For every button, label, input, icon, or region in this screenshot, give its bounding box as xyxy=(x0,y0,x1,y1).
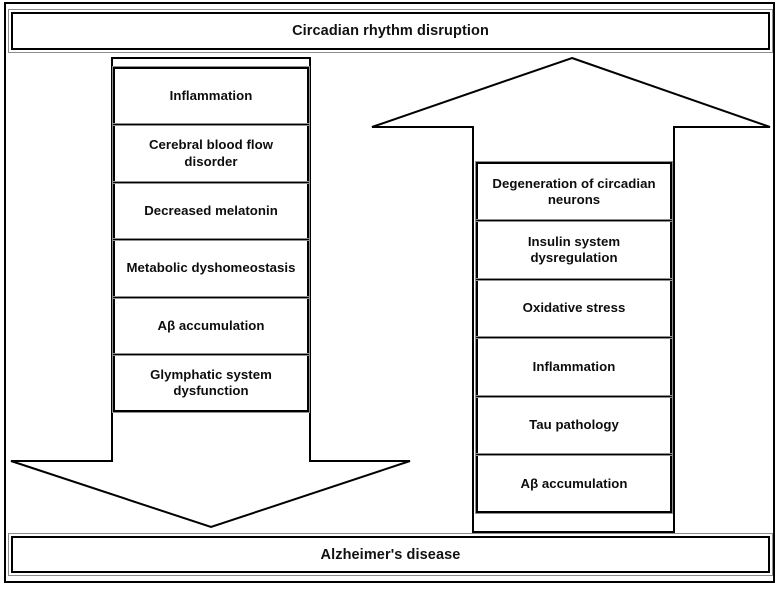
node-label: Aβ accumulation xyxy=(520,475,628,491)
node-label: Inflammation xyxy=(532,358,616,374)
node-abeta-accumulation-right: Aβ accumulation xyxy=(475,452,673,515)
node-label: Decreased melatonin xyxy=(144,202,278,218)
node-oxidative-stress: Oxidative stress xyxy=(475,277,673,340)
node-label: Oxidative stress xyxy=(522,300,626,316)
node-label: Inflammation xyxy=(169,88,253,104)
right-pathway-node-column: Degeneration of circadian neurons Insuli… xyxy=(475,160,673,515)
banner-top-label: Circadian rhythm disruption xyxy=(292,23,489,39)
node-label: Metabolic dyshomeostasis xyxy=(126,260,296,276)
node-cerebral-blood-flow-disorder: Cerebral blood flow disorder xyxy=(112,123,310,184)
node-metabolic-dyshomeostasis: Metabolic dyshomeostasis xyxy=(112,238,310,299)
node-label: Insulin system dysregulation xyxy=(527,233,621,266)
banner-circadian-rhythm-disruption: Circadian rhythm disruption xyxy=(8,9,773,53)
node-decreased-melatonin: Decreased melatonin xyxy=(112,180,310,242)
left-pathway-node-column: Inflammation Cerebral blood flow disorde… xyxy=(112,65,310,414)
node-glymphatic-system-dysfunction: Glymphatic system dysfunction xyxy=(112,352,310,414)
node-label: Degeneration of circadian neurons xyxy=(492,175,656,207)
node-label: Glymphatic system dysfunction xyxy=(150,367,272,399)
node-inflammation-left: Inflammation xyxy=(112,65,310,127)
node-label: Cerebral blood flow disorder xyxy=(148,137,274,169)
node-insulin-system-dysregulation: Insulin system dysregulation xyxy=(475,219,673,281)
node-inflammation-right: Inflammation xyxy=(475,336,673,398)
node-tau-pathology: Tau pathology xyxy=(475,394,673,456)
node-degeneration-of-circadian-neurons: Degeneration of circadian neurons xyxy=(475,160,673,223)
banner-alzheimers-disease: Alzheimer's disease xyxy=(8,533,773,576)
banner-bottom-label: Alzheimer's disease xyxy=(320,546,461,563)
node-label: Aβ accumulation xyxy=(157,317,265,333)
node-abeta-accumulation-left: Aβ accumulation xyxy=(112,295,310,356)
node-label: Tau pathology xyxy=(529,417,619,433)
